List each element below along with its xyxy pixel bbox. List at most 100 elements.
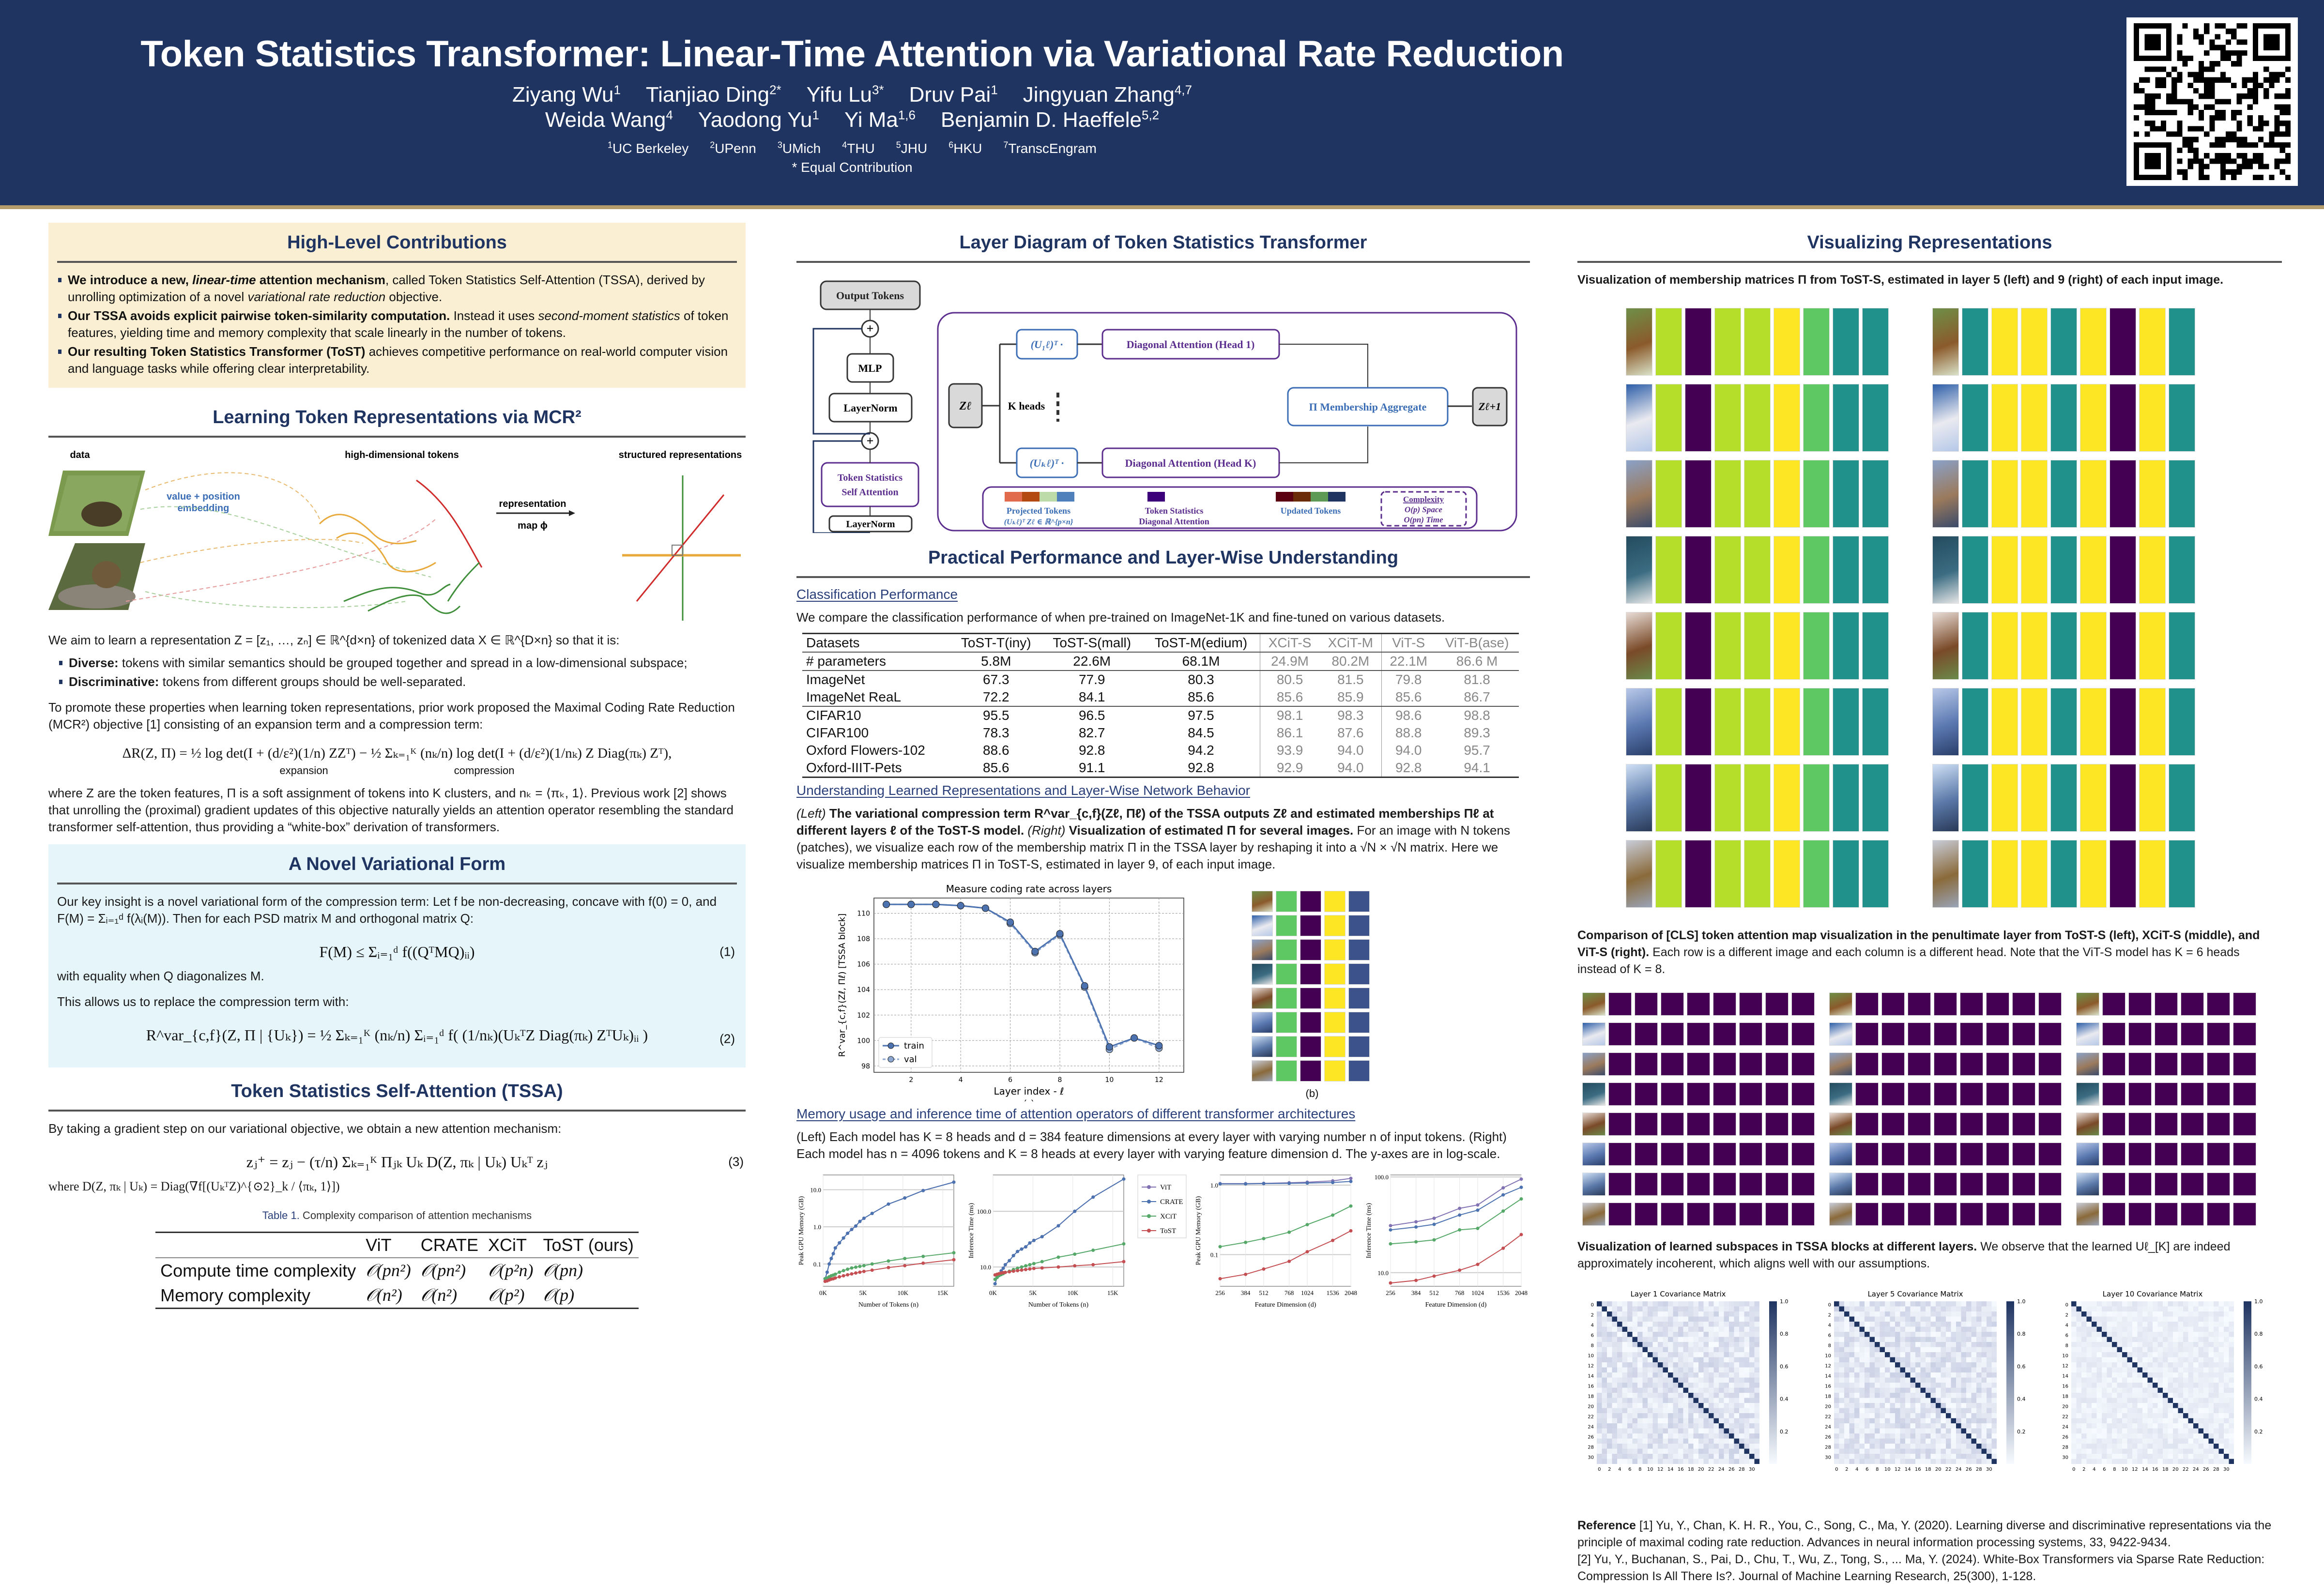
attention-map (2038, 1203, 2062, 1226)
svg-text:22: 22 (1708, 1467, 1714, 1472)
svg-text:28: 28 (1739, 1467, 1745, 1472)
svg-text:0.6: 0.6 (1780, 1363, 1789, 1370)
attention-map (1276, 915, 1297, 936)
attention-map (1962, 764, 1988, 832)
attention-map (2155, 1082, 2178, 1106)
svg-text:8: 8 (1876, 1467, 1879, 1472)
classification-subhead[interactable]: Classification Performance (796, 587, 958, 602)
poster-title: Token Statistics Transformer: Linear-Tim… (140, 33, 1564, 75)
svg-text:O(p) Space: O(p) Space (1405, 505, 1442, 514)
attention-map (1862, 840, 1889, 908)
attention-map (1300, 939, 1321, 960)
token-statistics-matrix (1147, 492, 1165, 502)
attention-map (1687, 1203, 1710, 1226)
equation-2: R^var_{c,f}(Z, Π | {Uₖ}) = ½ Σₖ₌₁ᴷ (nₖ/n… (146, 1026, 735, 1046)
svg-text:768: 768 (1455, 1289, 1465, 1296)
svg-text:Token Statistics: Token Statistics (1145, 506, 1204, 516)
svg-text:Feature Dimension (d): Feature Dimension (d) (1425, 1301, 1486, 1309)
attention-map (1687, 1143, 1710, 1166)
attention-map (2233, 992, 2256, 1016)
attention-map (1791, 1173, 1815, 1196)
attention-map (1661, 1173, 1684, 1196)
attention-map (1687, 1113, 1710, 1136)
mcr-equation: ΔR(Z, Π) = ½ log det(I + (d/ε²)(1/n) ZZᵀ… (122, 746, 672, 777)
attention-map (1765, 1052, 1789, 1076)
attention-map (1881, 1143, 1905, 1166)
attention-map (2169, 308, 2195, 376)
attention-map (1714, 384, 1741, 452)
svg-text:100: 100 (857, 1037, 870, 1045)
svg-text:30: 30 (1825, 1455, 1831, 1461)
attention-map (1324, 988, 1345, 1009)
attention-map (2012, 1082, 2035, 1106)
tssa-block (821, 462, 919, 507)
complexity-box (1380, 491, 1467, 527)
svg-text:R^var_{c,f}(Zℓ, Πℓ) [TSSA bloc: R^var_{c,f}(Zℓ, Πℓ) [TSSA block] (837, 914, 847, 1057)
svg-text:512: 512 (1429, 1289, 1439, 1296)
attention-map (1713, 1082, 1736, 1106)
section-divider (796, 261, 1530, 263)
thumbnail-whale (1252, 1012, 1273, 1033)
svg-text:6: 6 (1008, 1076, 1012, 1084)
svg-text:6: 6 (2065, 1333, 2068, 1339)
attention-map (1862, 460, 1889, 528)
understanding-subhead[interactable]: Understanding Learned Representations an… (796, 783, 1250, 798)
memory-text: (Left) Each model has K = 8 heads and d … (796, 1129, 1507, 1161)
affiliation: 5JHU (896, 140, 928, 156)
attention-map (1774, 384, 1800, 452)
attention-map (2155, 1113, 2178, 1136)
svg-text:10: 10 (1647, 1467, 1653, 1472)
svg-text:108: 108 (857, 935, 870, 943)
attention-map (1774, 840, 1800, 908)
label-structured: structured representations (619, 450, 742, 460)
attention-map (1655, 764, 1682, 832)
attention-map (1803, 688, 1830, 756)
author-name: Ziyang Wu1 (512, 82, 621, 107)
attention-map (1655, 308, 1682, 376)
equation-2-number: (2) (719, 1031, 735, 1046)
svg-text:Layer index - ℓ: Layer index - ℓ (994, 1085, 1064, 1097)
contributions-title: High-Level Contributions (287, 232, 507, 253)
thumbnail-door (1582, 1113, 1605, 1136)
svg-text:26: 26 (1588, 1435, 1594, 1440)
membership-caption: Visualization of membership matrices Π f… (1577, 273, 2224, 287)
attention-map (1655, 840, 1682, 908)
attention-map (1908, 1173, 1931, 1196)
svg-text:512: 512 (1259, 1289, 1269, 1296)
attention-map (2080, 308, 2107, 376)
attention-map (1833, 840, 1859, 908)
svg-text:4: 4 (1618, 1467, 1621, 1472)
svg-text:0.8: 0.8 (2017, 1331, 2026, 1337)
attention-map (2050, 536, 2077, 604)
affiliation: 7TranscEngram (1003, 140, 1097, 156)
author-name: Jingyuan Zhang4,7 (1023, 82, 1193, 107)
attention-map (2050, 764, 2077, 832)
attention-map (1991, 764, 2018, 832)
attention-map (1774, 688, 1800, 756)
svg-text:1.0: 1.0 (813, 1223, 821, 1231)
svg-text:14: 14 (1667, 1467, 1674, 1472)
attention-map (2155, 1052, 2178, 1076)
column-header: ViT (366, 1235, 392, 1255)
thumbnail-horse (1626, 308, 1652, 376)
svg-text:100.0: 100.0 (1374, 1174, 1388, 1181)
thumbnail-airplane (1626, 384, 1652, 452)
thumbnail-skyscraper (1829, 1173, 1852, 1196)
attention-map (1714, 308, 1741, 376)
attention-map (2012, 1022, 2035, 1046)
svg-text:6: 6 (1865, 1467, 1868, 1472)
attention-map (1324, 1036, 1345, 1057)
qr-code[interactable] (2126, 17, 2298, 186)
memory-subhead[interactable]: Memory usage and inference time of atten… (796, 1106, 1356, 1121)
attention-map (2139, 460, 2166, 528)
attention-map (1774, 764, 1800, 832)
attention-map (1635, 1113, 1658, 1136)
attention-map (2110, 460, 2136, 528)
contribution-item: Our TSSA avoids explicit pairwise token-… (57, 307, 737, 341)
attention-map (2012, 1203, 2035, 1226)
attention-map (1986, 1113, 2009, 1136)
attention-map (2128, 1173, 2152, 1196)
